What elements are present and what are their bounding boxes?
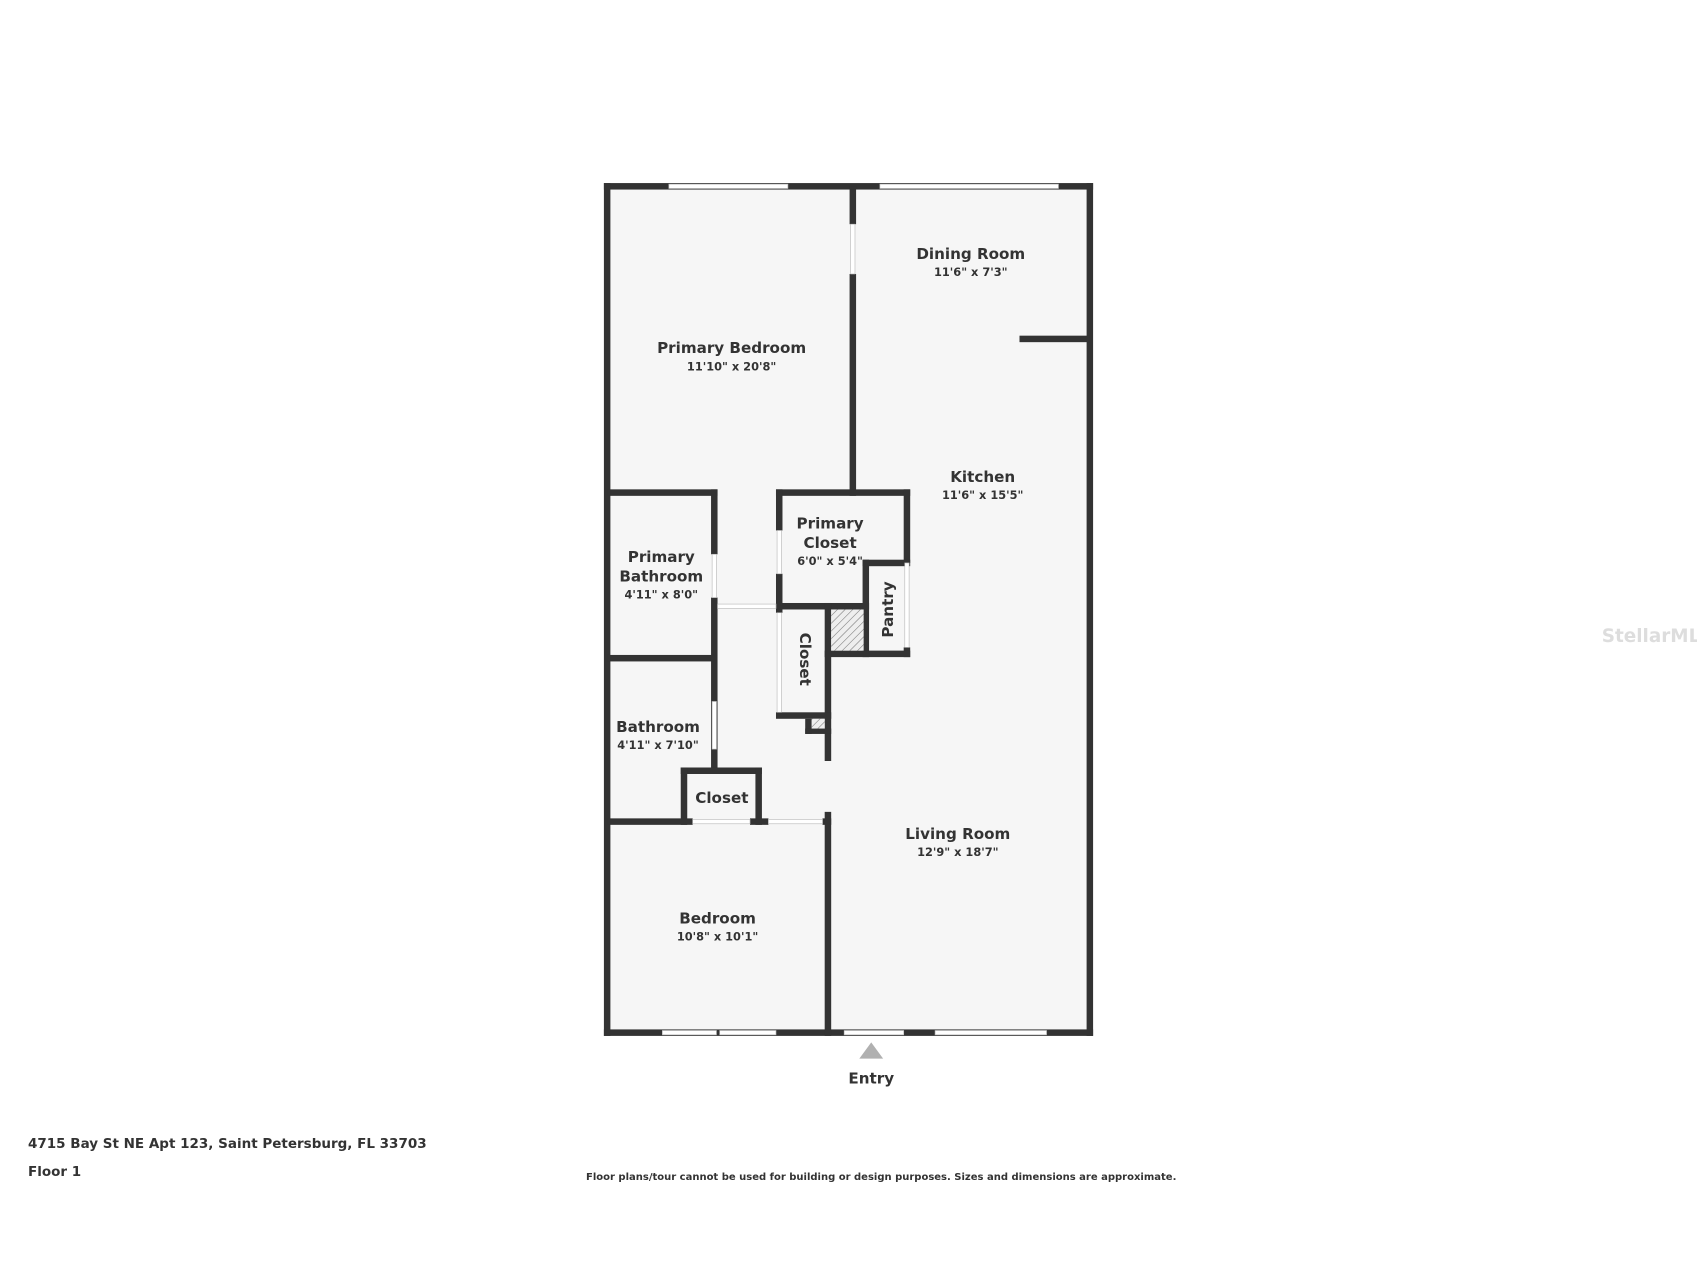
svg-text:Dining Room: Dining Room: [916, 245, 1025, 263]
window: [719, 1030, 777, 1036]
room-bathroom: Bathroom 4'11" x 7'10": [616, 718, 700, 752]
room-bedroom: Bedroom 10'8" x 10'1": [677, 909, 758, 943]
svg-text:Primary Bedroom: Primary Bedroom: [657, 339, 806, 357]
hatched-area: [811, 718, 825, 729]
room-primary-bathroom: Primary Bathroom 4'11" x 8'0": [619, 548, 703, 602]
window: [668, 183, 789, 189]
svg-text:Living Room: Living Room: [905, 825, 1010, 843]
svg-text:Kitchen: Kitchen: [950, 468, 1015, 486]
room-living: Living Room 12'9" x 18'7": [905, 825, 1010, 859]
doorway: [768, 819, 823, 825]
doorway: [904, 562, 910, 648]
svg-text:Closet: Closet: [803, 534, 856, 552]
doorway: [850, 223, 856, 275]
svg-text:11'10" x 20'8": 11'10" x 20'8": [687, 359, 776, 373]
window: [879, 183, 1059, 189]
svg-text:Bedroom: Bedroom: [679, 909, 756, 927]
svg-text:Primary: Primary: [628, 548, 695, 566]
doorway: [692, 819, 751, 825]
doorway: [711, 553, 717, 598]
doorway: [717, 603, 777, 609]
room-dining: Dining Room 11'6" x 7'3": [916, 245, 1025, 279]
entry-arrow-icon: [859, 1042, 884, 1059]
entry-label: Entry: [848, 1070, 894, 1088]
openings: [662, 183, 1059, 1036]
svg-text:6'0" x 5'4": 6'0" x 5'4": [797, 554, 863, 568]
room-pantry: Pantry: [879, 581, 897, 637]
svg-text:4'11" x 7'10": 4'11" x 7'10": [617, 738, 698, 752]
walls: [603, 183, 1094, 1036]
closet-door: [776, 612, 782, 713]
svg-text:11'6" x 15'5": 11'6" x 15'5": [942, 488, 1023, 502]
address: 4715 Bay St NE Apt 123, Saint Petersburg…: [28, 1136, 427, 1152]
disclaimer: Floor plans/tour cannot be used for buil…: [586, 1172, 1177, 1183]
entry-door: [843, 1030, 905, 1036]
room-primary-closet: Primary Closet 6'0" x 5'4": [797, 514, 864, 568]
watermark: StellarMLS: [1602, 626, 1697, 647]
room-kitchen: Kitchen 11'6" x 15'5": [942, 468, 1023, 502]
room-small-closet: Closet: [695, 789, 748, 807]
svg-text:10'8" x 10'1": 10'8" x 10'1": [677, 930, 758, 944]
doorway: [776, 530, 782, 575]
room-primary-bedroom: Primary Bedroom 11'10" x 20'8": [657, 339, 806, 373]
svg-text:12'9" x 18'7": 12'9" x 18'7": [917, 845, 998, 859]
svg-text:11'6" x 7'3": 11'6" x 7'3": [934, 265, 1008, 279]
room-hall-closet: Closet: [796, 633, 814, 686]
floor-label: Floor 1: [28, 1164, 82, 1180]
window: [934, 1030, 1047, 1036]
svg-text:4'11" x 8'0": 4'11" x 8'0": [624, 588, 698, 602]
svg-text:Bathroom: Bathroom: [619, 567, 703, 585]
window: [662, 1030, 717, 1036]
hatched-area: [831, 609, 864, 651]
doorway: [711, 701, 717, 750]
svg-text:Primary: Primary: [797, 514, 864, 532]
svg-text:Bathroom: Bathroom: [616, 718, 700, 736]
